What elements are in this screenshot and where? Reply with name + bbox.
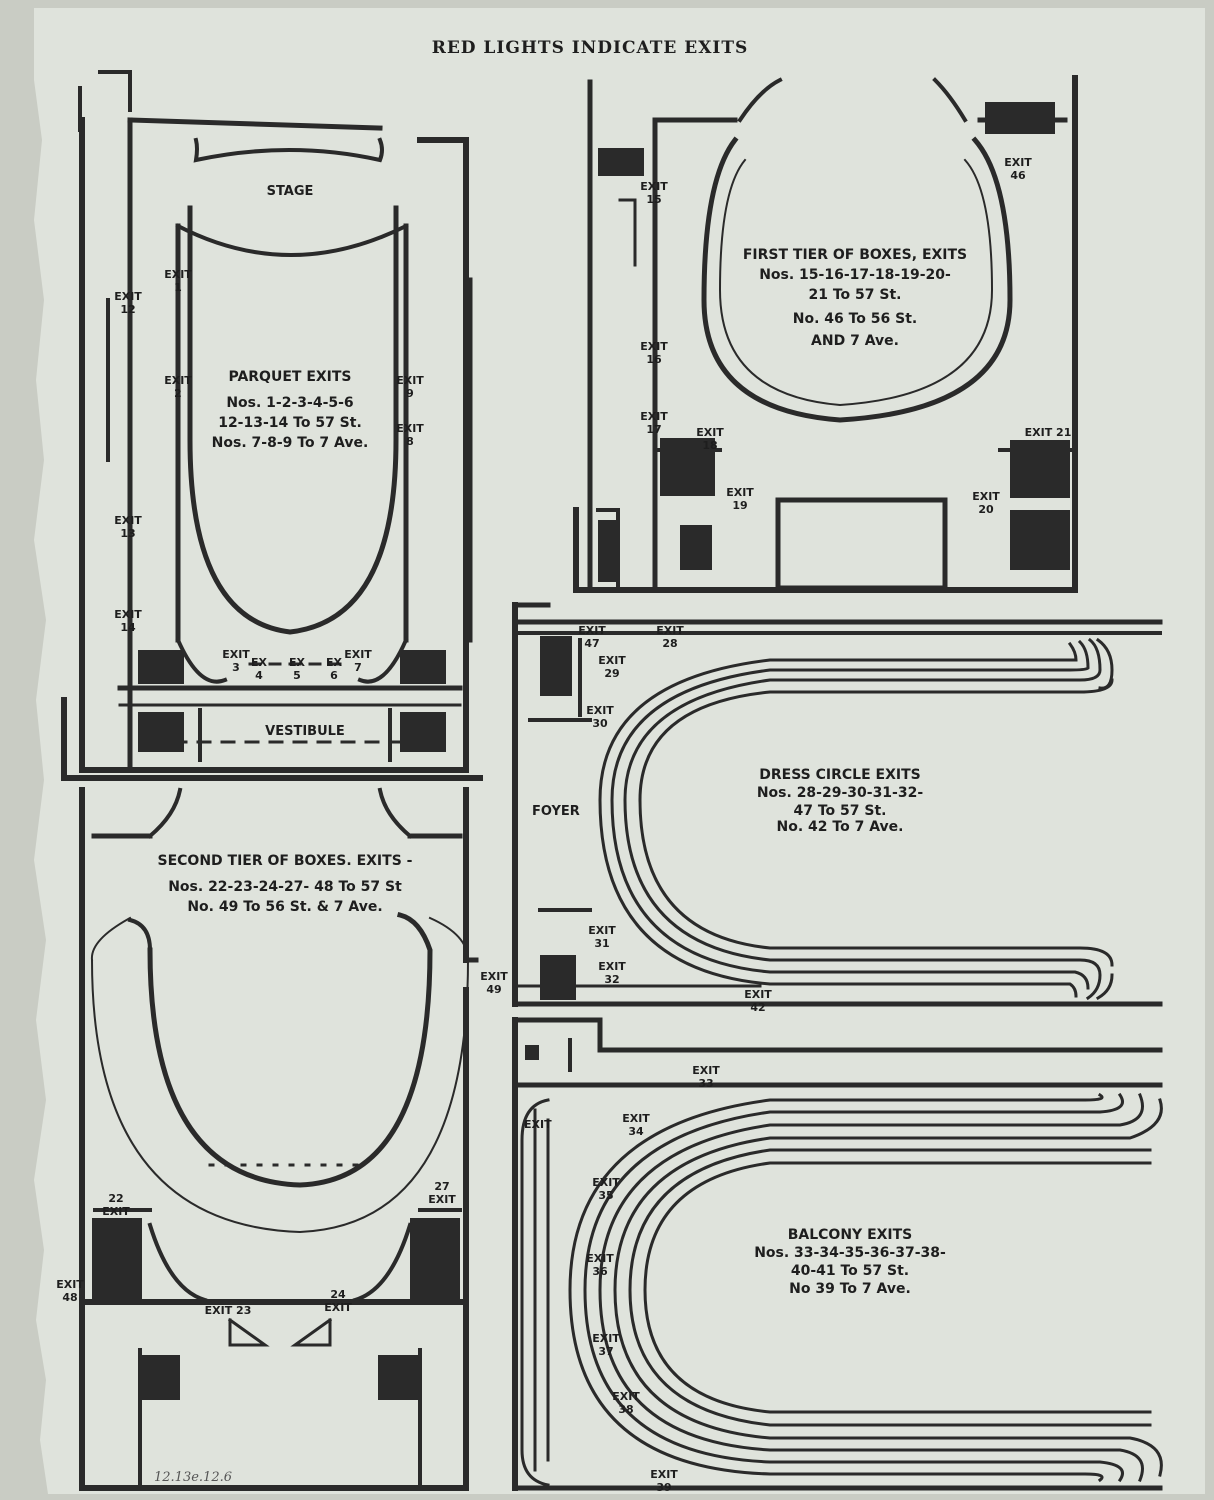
parquet-exits-line-1: Nos. 1-2-3-4-5-6 — [226, 395, 354, 411]
exit-14-label: EXIT 14 — [114, 608, 142, 634]
exit-3-label: EXIT 3 — [222, 648, 250, 674]
exit-47-label: EXIT 47 — [578, 624, 606, 650]
exit-9-label: EXIT 9 — [396, 374, 424, 400]
exit-34-label: EXIT 34 — [622, 1112, 650, 1138]
first-tier-line-4: AND 7 Ave. — [811, 333, 899, 349]
exit-6-label: EX 6 — [326, 656, 342, 682]
exit-13-label: EXIT 13 — [114, 514, 142, 540]
balcony-heading: BALCONY EXITS — [787, 1227, 913, 1243]
second-tier-line-1: Nos. 22-23-24-27- 48 To 57 St — [168, 879, 402, 895]
exit-24-label: 24 EXIT — [324, 1288, 352, 1314]
exit-46-label: EXIT 46 — [1004, 156, 1032, 182]
dress-circle-line-3: No. 42 To 7 Ave. — [776, 819, 904, 835]
dress-circle-rows — [598, 637, 1114, 1001]
exit-49-label: EXIT 49 — [480, 970, 508, 996]
second-tier-line-2: No. 49 To 56 St. & 7 Ave. — [187, 899, 383, 915]
stair-hatching — [92, 102, 1070, 1400]
first-tier-line-1: Nos. 15-16-17-18-19-20- — [759, 267, 951, 283]
parquet-exits-heading: PARQUET EXITS — [228, 369, 352, 385]
page-title: RED LIGHTS INDICATE EXITS — [431, 38, 749, 58]
balcony-rows — [520, 1092, 1163, 1487]
exit-15-label: EXIT 15 — [640, 180, 668, 206]
exit-27-label: 27 EXIT — [428, 1180, 456, 1206]
vestibule-label: VESTIBULE — [265, 724, 345, 739]
paper-page — [34, 8, 1205, 1494]
exit-5-label: EX 5 — [289, 656, 305, 682]
foyer-label: FOYER — [532, 804, 580, 819]
balcony-line-1: Nos. 33-34-35-36-37-38- — [754, 1245, 946, 1261]
balcony-plan — [512, 1017, 1163, 1491]
exit-42-label: EXIT 42 — [744, 988, 772, 1014]
balcony-line-3: No 39 To 7 Ave. — [789, 1281, 911, 1297]
exit-38-label: EXIT 38 — [612, 1390, 640, 1416]
exit-21-label: EXIT 21 — [1024, 426, 1072, 439]
exit-39-label: EXIT 39 — [650, 1468, 678, 1494]
exit-1-label: EXIT 1 — [164, 268, 192, 294]
exit-17-label: EXIT 17 — [640, 410, 668, 436]
exit-20-label: EXIT 20 — [972, 490, 1000, 516]
exit-30-label: EXIT 30 — [586, 704, 614, 730]
exit-8-label: EXIT 8 — [396, 422, 424, 448]
first-tier-line-3: No. 46 To 56 St. — [792, 311, 918, 327]
exit-32-label: EXIT 32 — [598, 960, 626, 986]
parquet-exits-line-3: Nos. 7-8-9 To 7 Ave. — [211, 435, 369, 451]
parquet-exits-line-2: 12-13-14 To 57 St. — [218, 415, 362, 431]
dress-circle-line-1: Nos. 28-29-30-31-32- — [756, 785, 924, 801]
exit-2-label: EXIT 2 — [164, 374, 192, 400]
archive-note: 12.13e.12.6 — [154, 1470, 232, 1485]
exit-23-label: EXIT 23 — [204, 1304, 252, 1317]
exit-18-label: EXIT 18 — [696, 426, 724, 452]
exit-48-label: EXIT 48 — [56, 1278, 84, 1304]
second-tier-heading: SECOND TIER OF BOXES. EXITS - — [157, 853, 413, 869]
first-tier-line-2: 21 To 57 St. — [808, 287, 902, 303]
exit-12-label: EXIT 12 — [114, 290, 142, 316]
exit-4-label: EX 4 — [251, 656, 267, 682]
exit-left-label: EXIT — [524, 1118, 552, 1131]
dress-circle-heading: DRESS CIRCLE EXITS — [759, 767, 921, 783]
exit-31-label: EXIT 31 — [588, 924, 616, 950]
exit-19-label: EXIT 19 — [726, 486, 754, 512]
parquet-plan — [61, 70, 483, 781]
exit-7-label: EXIT 7 — [344, 648, 372, 674]
balcony-line-2: 40-41 To 57 St. — [790, 1263, 910, 1279]
exit-22-label: 22 EXIT — [102, 1192, 130, 1218]
dress-circle-line-2: 47 To 57 St. — [793, 803, 887, 819]
exit-37-label: EXIT 37 — [592, 1332, 620, 1358]
stage-label: STAGE — [266, 184, 314, 199]
exit-33-label: EXIT 33 — [692, 1064, 720, 1090]
first-tier-heading: FIRST TIER OF BOXES, EXITS — [742, 247, 968, 263]
dress-circle-plan — [512, 602, 1163, 1007]
exit-29-label: EXIT 29 — [598, 654, 626, 680]
exit-28-label: EXIT 28 — [656, 624, 684, 650]
exit-36-label: EXIT 36 — [586, 1252, 614, 1278]
exit-35-label: EXIT 35 — [592, 1176, 620, 1202]
second-tier-boxes — [90, 916, 470, 1234]
first-tier-plan — [573, 75, 1078, 593]
exit-16-label: EXIT 16 — [640, 340, 668, 366]
